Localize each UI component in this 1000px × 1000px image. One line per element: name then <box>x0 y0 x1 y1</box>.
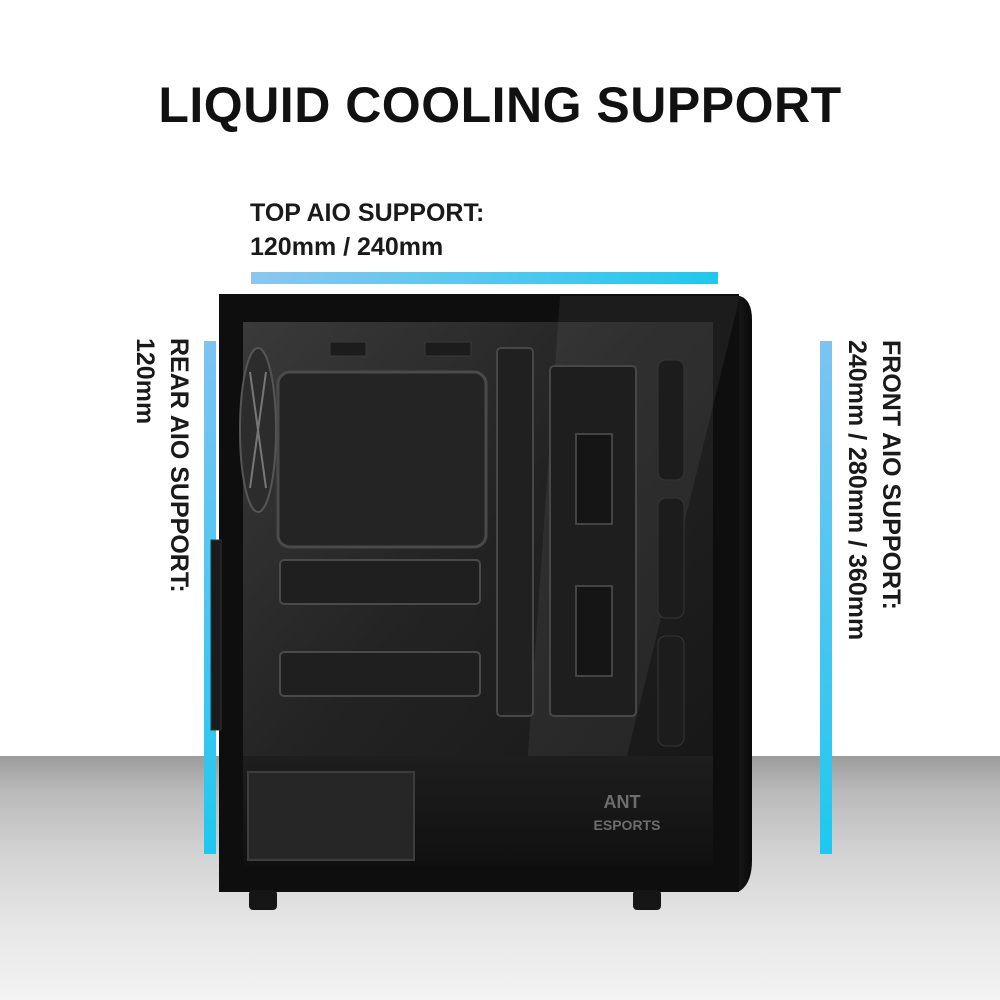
front-fan-3 <box>657 635 685 747</box>
top-aio-support-label: TOP AIO SUPPORT: 120mm / 240mm <box>250 196 484 264</box>
case-foot-right <box>633 890 661 910</box>
drive-cutout-lower <box>575 585 613 677</box>
psu-window <box>247 771 415 861</box>
front-aio-support-heading: FRONT AIO SUPPORT: <box>877 340 905 610</box>
top-aio-indicator-bar <box>251 272 718 284</box>
expansion-cutout-lower <box>279 651 481 697</box>
top-aio-support-sizes: 120mm / 240mm <box>250 233 444 261</box>
case-foot-left <box>249 890 277 910</box>
front-aio-support-sizes: 240mm / 280mm / 360mm <box>843 340 871 641</box>
logo-text: ESPORTS <box>594 817 661 833</box>
motherboard-cutout <box>276 370 488 549</box>
rear-aio-support-heading: REAR AIO SUPPORT: <box>165 338 193 593</box>
expansion-cutout-upper <box>279 559 481 605</box>
rear-aio-support-sizes: 120mm <box>131 338 159 425</box>
ant-esports-logo: ANT ESPORTS <box>594 792 661 833</box>
drive-bay-panel <box>549 365 637 717</box>
top-aio-support-heading: TOP AIO SUPPORT: <box>250 199 485 227</box>
page-title: LIQUID COOLING SUPPORT <box>158 77 842 133</box>
front-fan-1 <box>657 359 685 481</box>
drive-cutout-upper <box>575 433 613 525</box>
front-fan-2 <box>657 497 685 619</box>
logo-mark: ANT <box>604 792 641 812</box>
front-aio-indicator-bar <box>820 341 832 854</box>
cable-channel <box>496 347 534 717</box>
front-aio-support-label: FRONT AIO SUPPORT: 240mm / 280mm / 360mm <box>840 340 908 640</box>
rear-io-strip <box>210 539 222 731</box>
rear-aio-support-label: REAR AIO SUPPORT: 120mm <box>128 338 196 593</box>
